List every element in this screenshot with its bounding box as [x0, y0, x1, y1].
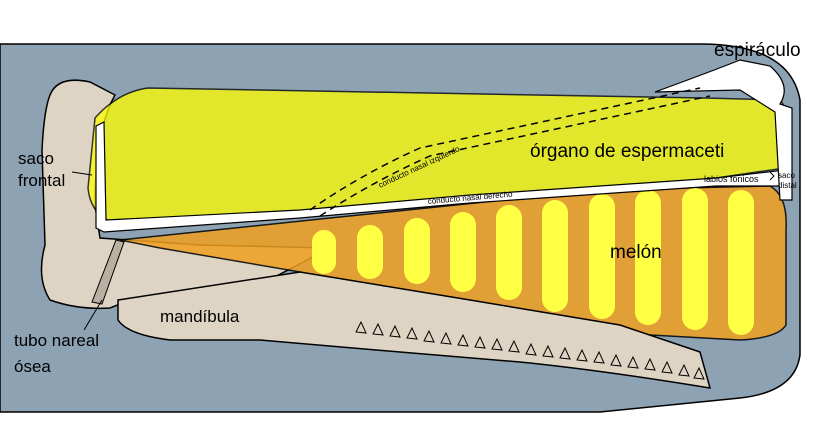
melon-lens — [404, 218, 430, 284]
bony-nares-leader — [83, 299, 103, 331]
melon-lens — [542, 200, 568, 312]
melon-lens — [589, 194, 615, 319]
phonic-lips-label: labios fónicos — [704, 174, 759, 184]
melon-lens — [450, 212, 476, 292]
frontal-sac-label: frontal — [18, 171, 65, 190]
tooth — [355, 320, 367, 334]
tooth — [525, 342, 537, 356]
melon-lens — [728, 190, 754, 335]
blowhole-label: espiráculo — [714, 40, 801, 61]
tooth — [389, 324, 401, 338]
melon-lenses — [312, 188, 754, 335]
tooth — [678, 363, 690, 377]
teeth — [355, 320, 705, 380]
melon-lens — [496, 205, 522, 300]
tooth — [474, 335, 486, 349]
tooth — [508, 339, 520, 353]
tooth — [693, 366, 705, 380]
tooth — [576, 348, 588, 362]
spermaceti-organ-label: órgano de espermaceti — [530, 141, 724, 162]
melon-lens — [312, 230, 336, 274]
tooth — [457, 333, 469, 347]
bony-nares-tube — [91, 239, 125, 305]
mandible — [117, 271, 712, 389]
left-nasal-passage — [309, 87, 701, 211]
frontal-sac-label: saco — [18, 149, 54, 168]
tooth — [627, 355, 639, 369]
bony-nares-label: ósea — [14, 357, 51, 376]
tooth — [644, 357, 656, 371]
bony-nares-label: tubo nareal — [14, 331, 99, 350]
tooth — [491, 337, 503, 351]
tooth — [372, 322, 384, 336]
frontal-sac-leader — [71, 171, 93, 176]
tooth — [542, 344, 554, 358]
tooth — [610, 353, 622, 367]
tooth — [593, 350, 605, 364]
tooth — [406, 326, 418, 340]
mandible-label: mandíbula — [160, 307, 240, 326]
tooth — [559, 346, 571, 360]
distal-sac-label: distal — [778, 181, 797, 190]
melon-lens — [357, 225, 383, 279]
melon-lens — [682, 188, 708, 330]
tooth — [423, 329, 435, 343]
blowhole — [654, 59, 793, 201]
left-nasal-passage — [319, 95, 711, 217]
melon-label: melón — [610, 242, 662, 263]
distal-sac-bracket — [769, 171, 775, 181]
tooth — [661, 360, 673, 374]
melon-lens — [635, 190, 661, 325]
distal-sac-label: saco — [778, 171, 795, 180]
tooth — [440, 331, 452, 345]
